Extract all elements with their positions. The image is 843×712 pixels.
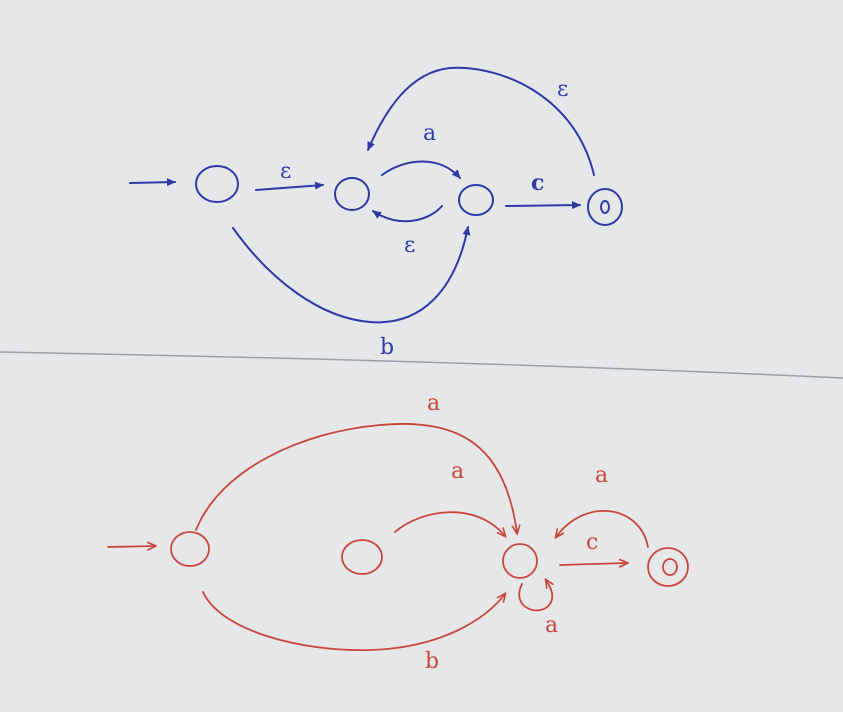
bottom-edge-final-to-hub [556,510,649,548]
bottom-label-isolated-to-hub: a [451,459,464,484]
bottom-edge-start-to-hub-bottom [202,591,505,651]
bottom-edge-isolated-to-hub [394,511,505,536]
bottom-final-state-outer [647,547,689,587]
top-edge-final-to-s1 [367,66,595,176]
top-label-s2-to-final: c [531,170,544,196]
bottom-label-hub-to-final: c [586,530,598,555]
bottom-labels: a a a c a b [425,391,608,674]
top-label-s2-to-s1: ε [404,233,415,258]
bottom-final-state-inner [662,558,678,576]
bottom-label-start-to-hub-top: a [427,391,440,416]
top-edge-start-to-s1 [255,181,324,191]
bottom-start-arrow [107,546,155,547]
bottom-edge-start-to-hub-top [195,423,517,533]
top-final-state-outer [587,188,623,226]
top-start-state [195,165,239,203]
top-edge-s2-to-s1 [372,205,443,223]
bottom-label-final-to-hub: a [595,463,608,488]
top-label-final-to-s1: ε [557,77,568,102]
top-final-state-inner [600,200,610,214]
top-labels: ε a ε c ε b [280,77,568,360]
top-label-s1-to-s2: a [423,121,436,146]
page-divider-line [0,351,843,379]
top-state-2 [458,184,494,216]
top-edge-start-to-s2 [232,226,471,324]
top-start-arrow [129,178,176,187]
bottom-diagram [107,423,689,651]
bottom-edge-hub-to-final [559,563,627,565]
top-label-start-to-s2: b [380,335,394,360]
bottom-hub-state [502,543,538,579]
bottom-isolated-state [341,539,383,575]
bottom-label-start-to-hub-bottom: b [425,649,439,674]
bottom-label-hub-self-loop: a [545,613,558,638]
bottom-edge-hub-self-loop [518,580,552,612]
top-edge-s2-to-final [505,201,581,210]
top-label-start-to-s1: ε [280,159,291,184]
top-state-1 [334,177,370,211]
bottom-start-state [170,531,210,567]
top-edge-s1-to-s2 [381,160,461,179]
top-diagram [129,66,623,324]
